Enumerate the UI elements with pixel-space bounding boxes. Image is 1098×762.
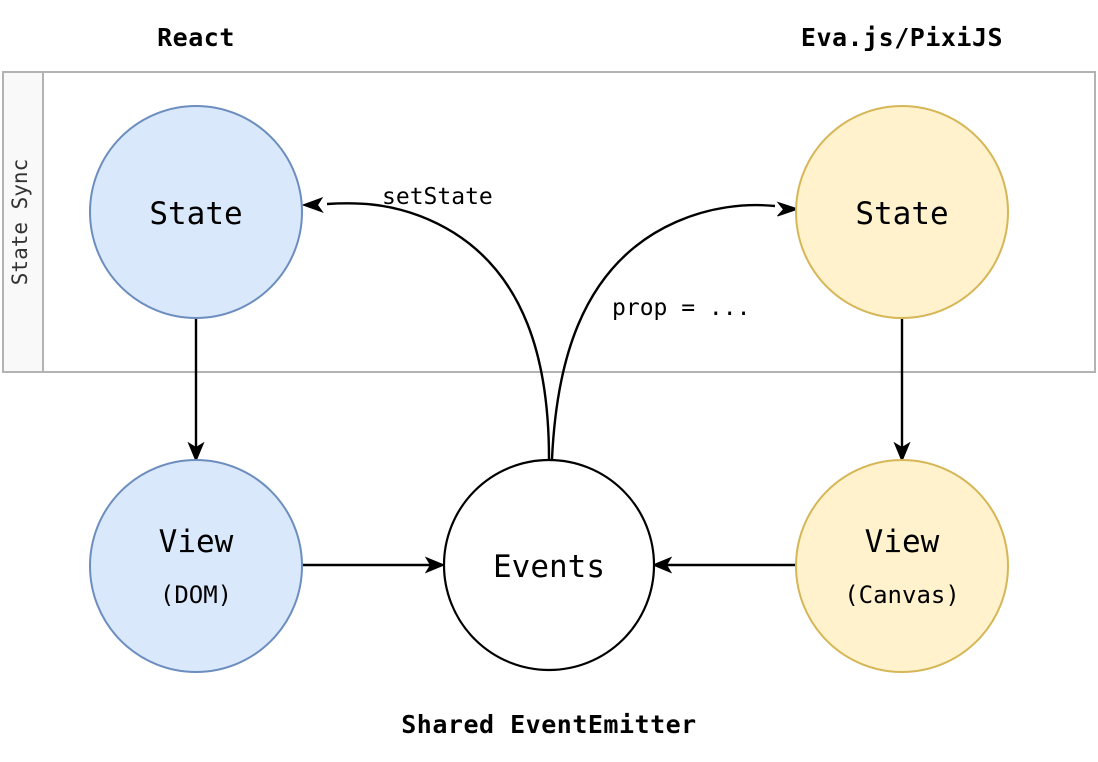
react-state-circle[interactable] (89, 105, 303, 319)
edge-react-state-to-view (187, 318, 205, 463)
header-evajs-pixijs: Eva.js/PixiJS (801, 23, 1003, 52)
edge-prop-assign: prop = ... (550, 201, 800, 460)
react-view-sublabel: (DOM) (160, 581, 232, 609)
edge-eva-state-to-view (893, 318, 911, 463)
events-circle[interactable] (442, 458, 656, 672)
eva-view-circle[interactable] (795, 459, 1009, 673)
node-eva-view[interactable]: View (Canvas) (795, 459, 1009, 673)
header-react: React (157, 23, 235, 52)
arrowhead-to-react-state (301, 197, 324, 214)
react-view-circle[interactable] (89, 459, 303, 673)
arrowhead-left-events (651, 556, 673, 574)
arrowhead-right-events (424, 556, 446, 574)
events-label: Events (493, 549, 605, 585)
eva-state-circle[interactable] (795, 105, 1009, 319)
node-events[interactable]: Events (442, 458, 656, 672)
edge-label-prop-assign: prop = ... (612, 295, 750, 321)
node-react-view[interactable]: View (DOM) (89, 459, 303, 673)
eva-state-label: State (855, 196, 948, 232)
node-react-state[interactable]: State (89, 105, 303, 319)
edge-label-set-state: setState (382, 184, 493, 210)
arrowhead-down-eva (893, 441, 911, 463)
edge-eva-view-to-events (651, 556, 797, 574)
state-sync-strip (2, 71, 44, 373)
edge-set-state: setState (301, 184, 551, 460)
footer-shared-eventemitter: Shared EventEmitter (401, 710, 696, 739)
react-view-label: View (159, 524, 234, 560)
arrowhead-down-react (187, 441, 205, 463)
node-eva-state[interactable]: State (795, 105, 1009, 319)
eva-view-label: View (865, 524, 940, 560)
edge-react-view-to-events (302, 556, 446, 574)
arrowhead-to-eva-state (776, 201, 800, 217)
react-state-label: State (149, 196, 242, 232)
state-sync-label: State Sync (8, 159, 32, 285)
eva-view-sublabel: (Canvas) (844, 581, 960, 609)
